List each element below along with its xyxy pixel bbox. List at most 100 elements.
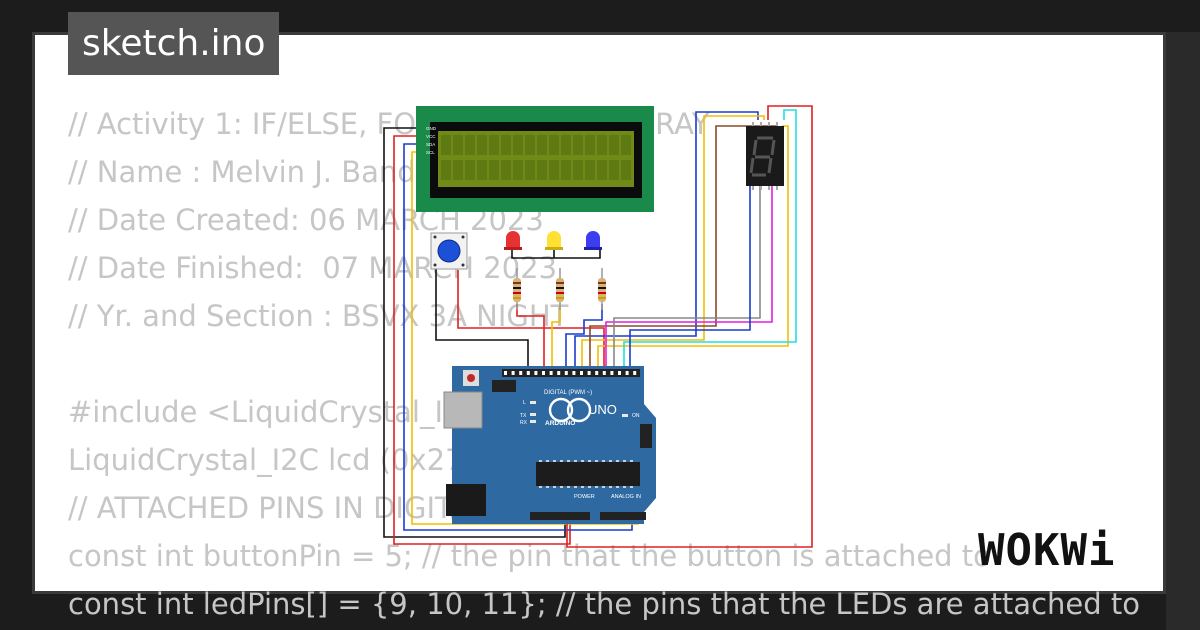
chip-pin xyxy=(560,460,563,462)
lcd-cell xyxy=(441,135,451,155)
on-led-label: ON xyxy=(632,413,640,419)
lcd-char-grid xyxy=(441,135,631,180)
chip-pin xyxy=(546,460,549,462)
tx-label: TX xyxy=(520,413,527,419)
wokwi-logo: WOKWi xyxy=(978,525,1116,576)
header-pin xyxy=(587,371,591,375)
chip-pin xyxy=(602,460,605,462)
lcd-cell xyxy=(477,160,487,180)
led-red[interactable] xyxy=(504,231,522,250)
header-pin xyxy=(526,371,530,375)
lcd-cell xyxy=(573,160,583,180)
digital-header-label: DIGITAL (PWM ~) xyxy=(544,390,592,396)
lcd-cell xyxy=(597,135,607,155)
reset-button[interactable] xyxy=(467,374,475,382)
chip-pin xyxy=(546,486,549,488)
wire-seg-g xyxy=(623,109,797,368)
chip-pin xyxy=(595,460,598,462)
lcd-cell xyxy=(573,135,583,155)
code-line: const int ledPins[] = {9, 10, 11}; // th… xyxy=(68,587,1140,620)
wire-lcd-vcc xyxy=(393,135,571,545)
chip-pin xyxy=(630,460,633,462)
digital-header-pins xyxy=(504,371,637,375)
lcd-cell xyxy=(561,135,571,155)
lcd-cell xyxy=(537,135,547,155)
lcd-cell xyxy=(549,160,559,180)
resistor-red[interactable] xyxy=(513,268,521,310)
icsp-right-header xyxy=(640,424,652,448)
wire-seg-f xyxy=(613,186,761,368)
led-yellow[interactable] xyxy=(545,231,563,250)
lcd-cell xyxy=(501,160,511,180)
resistor-yellow[interactable] xyxy=(556,268,564,310)
analog-in-label: ANALOG IN xyxy=(611,494,641,500)
led-blue[interactable] xyxy=(584,231,602,250)
chip-pin xyxy=(553,460,556,462)
power-header xyxy=(530,512,590,520)
lcd-cell xyxy=(597,160,607,180)
lcd-pin-scl: SCL xyxy=(426,150,435,155)
wire-blue-led xyxy=(565,304,603,368)
file-tab[interactable]: sketch.ino xyxy=(68,12,280,75)
chip-pin xyxy=(567,460,570,462)
resistor-blue[interactable] xyxy=(598,268,606,310)
l-led-label: L xyxy=(523,400,526,406)
lcd-cell xyxy=(609,135,619,155)
header-pin xyxy=(625,371,629,375)
lcd-cell xyxy=(609,160,619,180)
code-line: // Name : Melvin J. Bandoy xyxy=(68,155,451,189)
wire-seg-e xyxy=(605,186,773,368)
lcd-cell xyxy=(453,135,463,155)
wire-yellow-led xyxy=(551,304,561,368)
uno-label: UNO xyxy=(588,402,617,417)
header-pin xyxy=(595,371,599,375)
seven-segment-display[interactable] xyxy=(746,122,784,190)
lcd-cell xyxy=(441,160,451,180)
header-pin xyxy=(602,371,606,375)
header-pin xyxy=(580,371,583,375)
seven-seg-segments xyxy=(749,136,776,177)
lcd-pin-gnd: GND xyxy=(426,126,437,131)
lcd-cell xyxy=(453,160,463,180)
chip-pin xyxy=(560,486,563,488)
lcd-cell xyxy=(537,160,547,180)
lcd-cell xyxy=(585,160,595,180)
scrollbar[interactable] xyxy=(1166,32,1200,630)
lcd-cell xyxy=(585,135,595,155)
chip-pin xyxy=(602,486,605,488)
header-pin xyxy=(564,371,568,375)
lcd-cell xyxy=(465,160,475,180)
wire-lcd-gnd xyxy=(383,127,566,538)
wire-seg-a xyxy=(574,111,759,368)
lcd-cell xyxy=(621,160,631,180)
wire-lcd-sda xyxy=(403,143,633,531)
analog-header xyxy=(600,512,646,520)
power-jack xyxy=(446,484,486,516)
chip-pin xyxy=(588,460,591,462)
header-pin xyxy=(549,371,553,375)
chip-pin xyxy=(539,460,542,462)
wire-7seg-common xyxy=(566,105,813,548)
lcd-display[interactable]: GND VCC SDA SCL xyxy=(416,106,654,212)
chip-pin xyxy=(588,486,591,488)
header-pin xyxy=(610,371,614,375)
lcd-cell xyxy=(525,135,535,155)
power-label: POWER xyxy=(574,494,595,500)
chip-pin xyxy=(609,460,612,462)
button-cap[interactable] xyxy=(437,239,461,263)
lcd-cell xyxy=(621,135,631,155)
push-button[interactable] xyxy=(430,232,468,270)
header-pin xyxy=(504,371,507,375)
chip-pin xyxy=(574,486,577,488)
header-pin xyxy=(542,371,545,375)
wire-led-gnd xyxy=(511,250,601,259)
lcd-cell xyxy=(465,135,475,155)
chip-pin xyxy=(623,486,626,488)
wire-button-d5 xyxy=(457,270,605,368)
chip-pin xyxy=(616,486,619,488)
chip-pin xyxy=(630,486,633,488)
arduino-uno[interactable]: DIGITAL (PWM ~) UNO ARDUINO L TX RX ON P… xyxy=(443,366,656,524)
header-pin xyxy=(511,371,515,375)
header-pin xyxy=(572,371,576,375)
